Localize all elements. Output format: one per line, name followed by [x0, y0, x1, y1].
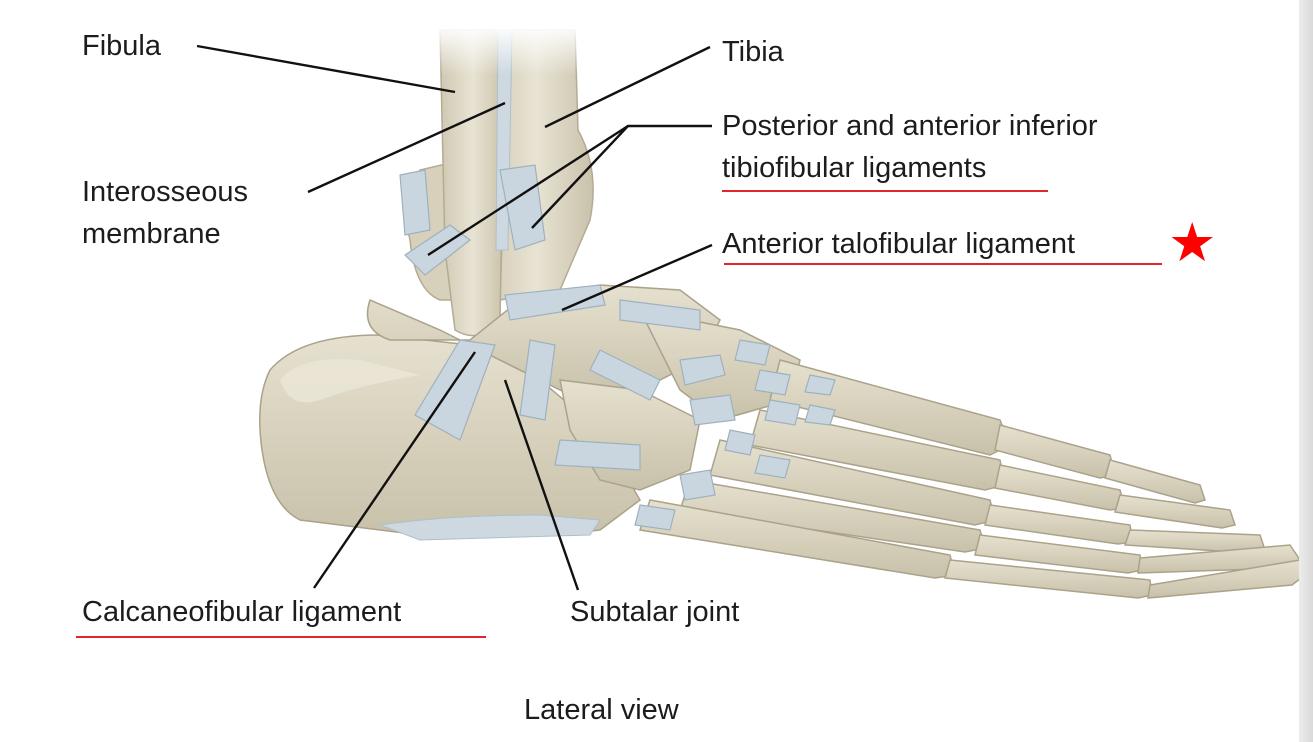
- caption: Lateral view: [524, 694, 679, 726]
- label-tibiofibular-2: tibiofibular ligaments: [722, 152, 987, 184]
- tibia-leader: [544, 45, 711, 129]
- underline-tibiofibular: [722, 190, 1048, 192]
- label-tibia: Tibia: [722, 36, 784, 68]
- label-calcaneofibular: Calcaneofibular ligament: [82, 596, 402, 628]
- label-fibula: Fibula: [82, 30, 161, 62]
- calcaneofibular-ligament-shape: [414, 339, 496, 441]
- label-subtalar: Subtalar joint: [570, 596, 740, 628]
- label-interosseous-1: Interosseous: [82, 176, 249, 208]
- ligaments: [399, 164, 836, 531]
- subtalar-leader: [503, 379, 580, 591]
- leader-lines: [196, 44, 713, 591]
- fibula-leader: [196, 44, 456, 94]
- anterior-talofibular-ligament-shape: [504, 284, 606, 321]
- calcaneofibular-leader: [313, 351, 476, 589]
- phalanx-bones: [944, 424, 1306, 599]
- star-icon: ★: [1168, 213, 1217, 273]
- fibula-bone: [439, 29, 506, 337]
- underline-calcaneofibular: [76, 636, 486, 638]
- label-interosseous-2: membrane: [82, 218, 221, 250]
- label-tibiofibular-1: Posterior and anterior inferior: [722, 110, 1098, 142]
- label-anterior-talofibular: Anterior talofibular ligament: [722, 228, 1076, 260]
- right-edge-bar: [1299, 0, 1313, 742]
- tibiofibular-leader-2: [531, 125, 629, 229]
- talofibular-leader: [561, 243, 713, 312]
- underline-anterior-talofibular: [724, 263, 1162, 265]
- interosseous-leader: [307, 101, 506, 194]
